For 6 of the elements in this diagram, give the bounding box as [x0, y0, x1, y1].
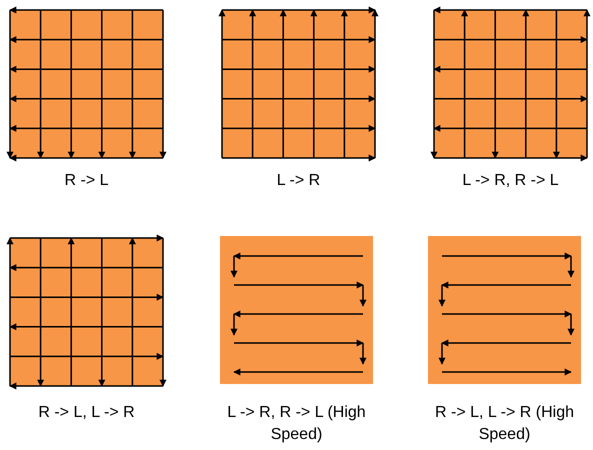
- caption: L -> R, R -> L (High Speed): [226, 403, 367, 445]
- caption: L -> R: [276, 171, 322, 191]
- caption: R -> L: [63, 171, 110, 191]
- caption: L -> R, R -> L: [461, 171, 560, 191]
- caption: R -> L, L -> R (High Speed): [434, 403, 575, 445]
- caption: R -> L, L -> R: [37, 403, 136, 423]
